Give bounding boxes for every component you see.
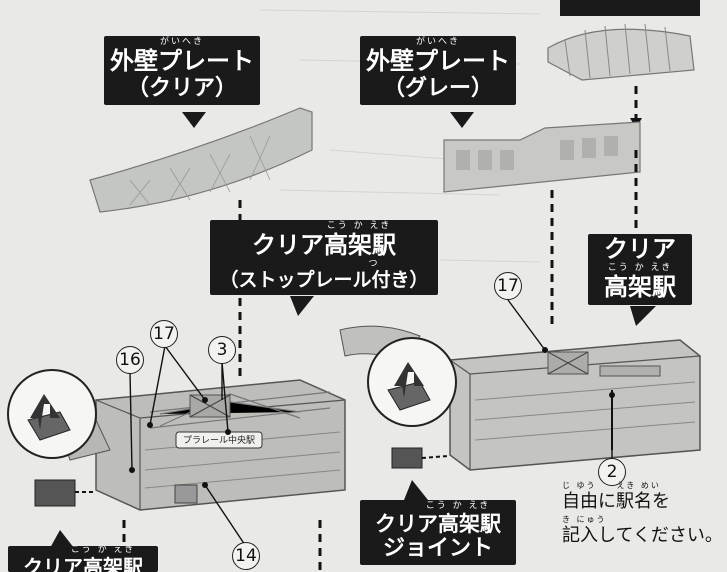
wall-plate-clear	[89, 107, 313, 213]
callout-clear-station: クリア こう か えき 高架駅	[588, 234, 692, 306]
callout-clear-station-stop-rail: こう か えき クリア高架駅 つ （ストップレール付き）	[210, 220, 438, 296]
callout-title: クリア高架駅	[23, 555, 143, 572]
part-number-2: 2	[598, 458, 626, 486]
callout-subtitle: 高架駅	[604, 272, 676, 301]
callout-subtitle: ジョイント	[382, 536, 493, 562]
callout-subtitle: （グレー）	[382, 75, 493, 101]
ruby-text-2: つ	[368, 258, 380, 269]
magnifier-right	[367, 337, 457, 427]
roof-plate-gray	[547, 0, 700, 81]
callout-subtitle: （クリア）	[126, 75, 237, 101]
part-number-17-left: 17	[150, 320, 178, 348]
note-ruby-1: じ ゆう えき めい	[562, 481, 661, 490]
callout-title: クリア高架駅	[375, 512, 501, 536]
callout-title: クリア高架駅	[252, 231, 396, 259]
part-number-14: 14	[232, 542, 260, 570]
station-body-left	[95, 379, 346, 511]
callout-wall-plate-gray: がいへき 外壁プレート （グレー）	[360, 36, 516, 105]
callout-title: 外壁プレート	[110, 47, 254, 75]
callout-clear-station-bottom: こう か えき クリア高架駅	[8, 546, 158, 572]
note-line-2: 記入してください。	[562, 525, 723, 547]
ruby-text: がいへき	[159, 37, 204, 47]
station-name-note: じ ゆう えき めい 自由に駅名を き にゅう 記入してください。	[562, 482, 727, 549]
station-body-right	[449, 339, 701, 471]
callout-title: クリア	[604, 235, 676, 263]
ruby-text: こう か えき	[326, 221, 392, 231]
note-line-1: 自由に駅名を	[562, 491, 670, 512]
wall-plate-gray	[443, 121, 641, 193]
ruby-text: こう か えき	[425, 501, 491, 511]
part-number-16: 16	[116, 346, 144, 374]
callout-wall-plate-clear: がいへき 外壁プレート （クリア）	[104, 36, 260, 105]
callout-clear-station-joint: こう か えき クリア高架駅 ジョイント	[360, 500, 516, 566]
ruby-text: こう か えき	[607, 262, 673, 273]
part-number-17-right: 17	[494, 272, 522, 300]
callout-title: 外壁プレート	[366, 47, 510, 75]
ruby-text: こう か えき	[70, 546, 136, 555]
magnifier-left	[7, 369, 97, 459]
station-sign-label: プラレール中央駅	[182, 436, 255, 446]
note-ruby-2: き にゅう	[562, 515, 607, 525]
ruby-text: がいへき	[415, 37, 460, 47]
part-number-3: 3	[208, 336, 236, 364]
callout-subtitle: （ストップレール付き）	[219, 268, 429, 291]
